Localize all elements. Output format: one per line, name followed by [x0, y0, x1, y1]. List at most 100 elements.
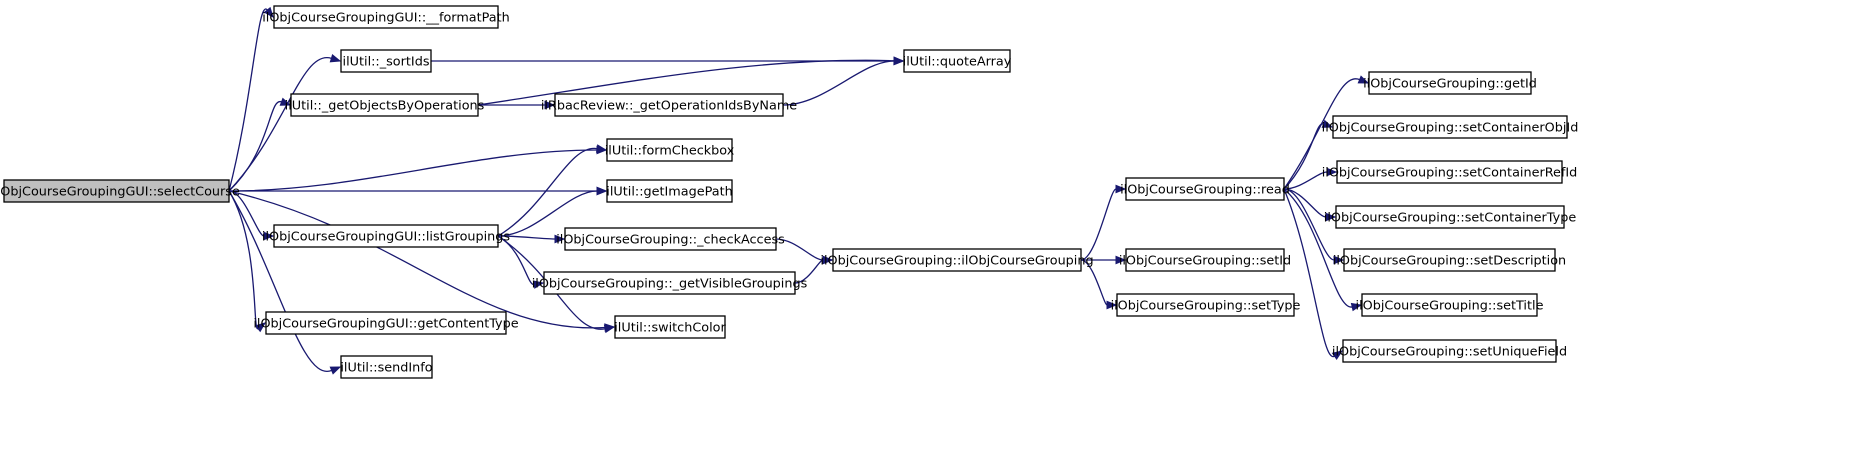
node-ilobjcoursegroupinggui-formatpath[interactable]: ilObjCourseGroupingGUI::__formatPath: [262, 5, 510, 29]
arrowhead-icon: [893, 56, 905, 66]
node-label: ilUtil::sendInfo: [340, 361, 432, 376]
node-label: ilUtil::_sortIds: [343, 55, 430, 70]
edge-ilobjcoursegrouping-read-to-ilobjcoursegrouping-getid: [1283, 75, 1370, 190]
arrowhead-icon: [1106, 300, 1118, 310]
node-box: [273, 224, 499, 248]
node-ilobjcoursegrouping-setcontainertype[interactable]: ilObjCourseGrouping::setContainerType: [1324, 205, 1577, 229]
edge-line: [794, 259, 824, 284]
node-ilutil-formcheckbox[interactable]: ilUtil::formCheckbox: [605, 138, 735, 162]
node-label: ilObjCourseGrouping::setUniqueField: [1332, 345, 1567, 360]
node-box: [606, 179, 733, 203]
edge-ilobjcoursegroupinggui-selectcourse-to-ilobjcoursegroupinggui-formatpath: [228, 6, 274, 192]
edge-ilobjcoursegrouping-ilobjcoursegrouping-to-ilobjcoursegrouping-setid: [1081, 255, 1127, 265]
node-label: ilUtil::quoteArray: [903, 55, 1012, 70]
node-label: ilObjCourseGrouping::read: [1120, 183, 1290, 198]
node-box: [1368, 71, 1532, 95]
node-box: [340, 355, 433, 379]
edge-line: [1080, 188, 1117, 261]
node-ilutil-sendinfo[interactable]: ilUtil::sendInfo: [340, 355, 433, 379]
node-ilutil-getobjectsbyoperations[interactable]: ilUtil::_getObjectsByOperations: [285, 93, 485, 117]
node-ilrbacreview-getoperationidsbyname[interactable]: ilRbacReview::_getOperationIdsByName: [541, 93, 797, 117]
arrowhead-icon: [1326, 167, 1338, 177]
edge-line: [1080, 259, 1108, 306]
edge-line: [228, 190, 606, 329]
edge-ilutil-getobjectsbyoperations-to-ilrbacreview-getoperationidsbyname: [477, 100, 556, 110]
node-ilobjcoursegroupinggui-getcontenttype[interactable]: ilObjCourseGroupingGUI::getContentType: [253, 311, 519, 335]
node-ilobjcoursegrouping-checkaccess[interactable]: ilObjCourseGrouping::_checkAccess: [556, 227, 785, 251]
node-box: [340, 49, 432, 73]
edge-line: [1283, 188, 1327, 218]
node-box: [554, 93, 784, 117]
node-box: [1125, 177, 1285, 201]
node-box: [606, 138, 733, 162]
edge-line: [1283, 188, 1335, 261]
node-box: [903, 49, 1011, 73]
node-label: ilObjCourseGrouping::_checkAccess: [556, 233, 785, 248]
node-box: [265, 311, 507, 335]
node-box: [3, 179, 230, 203]
node-ilobjcoursegrouping-settitle[interactable]: ilObjCourseGrouping::setTitle: [1356, 293, 1544, 317]
node-box: [1343, 248, 1556, 272]
edge-ilrbacreview-getoperationidsbyname-to-ilutil-quotearray: [782, 56, 905, 106]
node-label: ilObjCourseGrouping::setId: [1119, 254, 1291, 269]
node-ilobjcoursegroupinggui-listgroupings[interactable]: ilObjCourseGroupingGUI::listGroupings: [262, 224, 511, 248]
edge-line: [228, 149, 598, 192]
node-ilobjcoursegrouping-setdescription[interactable]: ilObjCourseGrouping::setDescription: [1333, 248, 1566, 272]
edge-line: [497, 147, 598, 237]
node-label: ilObjCourseGroupingGUI::getContentType: [253, 317, 518, 332]
arrowhead-icon: [279, 97, 292, 106]
node-box: [290, 93, 479, 117]
edge-line: [1283, 123, 1324, 190]
edge-ilobjcoursegrouping-read-to-ilobjcoursegrouping-setdescription: [1283, 188, 1345, 265]
arrowhead-icon: [1350, 302, 1363, 312]
node-ilobjcoursegrouping-setcontainerobjid[interactable]: ilObjCourseGrouping::setContainerObjId: [1322, 115, 1579, 139]
node-label: ilUtil::switchColor: [614, 321, 726, 336]
node-ilutil-switchcolor[interactable]: ilUtil::switchColor: [614, 315, 726, 339]
graph-nodes: ilObjCourseGroupingGUI::selectCourseilOb…: [0, 5, 1579, 379]
node-ilobjcoursegrouping-getid[interactable]: ilObjCourseGrouping::getId: [1363, 71, 1537, 95]
edge-line: [228, 8, 268, 192]
node-label: ilObjCourseGroupingGUI::listGroupings: [262, 230, 511, 245]
node-ilutil-quotearray[interactable]: ilUtil::quoteArray: [903, 49, 1012, 73]
edge-ilobjcoursegroupinggui-selectcourse-to-ilutil-formcheckbox: [228, 145, 608, 192]
edge-line: [782, 60, 895, 106]
node-ilutil-sortids[interactable]: ilUtil::_sortIds: [340, 49, 432, 73]
edge-ilobjcoursegroupinggui-listgroupings-to-ilutil-getimagepath: [497, 186, 608, 237]
node-label: ilObjCourseGrouping::setContainerRefId: [1322, 166, 1578, 181]
edge-ilobjcoursegrouping-read-to-ilobjcoursegrouping-setcontainerobjid: [1283, 119, 1334, 190]
node-label: ilRbacReview::_getOperationIdsByName: [541, 99, 797, 114]
node-ilobjcoursegrouping-setuniquefield[interactable]: ilObjCourseGrouping::setUniqueField: [1332, 339, 1567, 363]
edge-line: [228, 57, 332, 192]
node-ilobjcoursegroupinggui-selectcourse[interactable]: ilObjCourseGroupingGUI::selectCourse: [0, 179, 240, 203]
node-box: [1342, 339, 1557, 363]
edge-line: [228, 101, 282, 192]
node-label: ilObjCourseGrouping::getId: [1363, 77, 1537, 92]
edge-ilobjcoursegrouping-read-to-ilobjcoursegrouping-settitle: [1283, 188, 1363, 312]
edge-ilobjcoursegrouping-read-to-ilobjcoursegrouping-setuniquefield: [1283, 188, 1344, 360]
node-ilobjcoursegrouping-ilobjcoursegrouping[interactable]: ilObjCourseGrouping::ilObjCourseGrouping: [820, 248, 1094, 272]
edge-line: [497, 190, 598, 237]
node-ilobjcoursegrouping-setid[interactable]: ilObjCourseGrouping::setId: [1119, 248, 1291, 272]
node-ilobjcoursegrouping-settype[interactable]: ilObjCourseGrouping::setType: [1111, 293, 1301, 317]
node-ilobjcoursegrouping-read[interactable]: ilObjCourseGrouping::read: [1120, 177, 1290, 201]
arrowhead-icon: [822, 255, 834, 265]
arrowhead-icon: [1325, 212, 1337, 222]
edge-line: [1283, 78, 1360, 190]
arrowhead-icon: [254, 322, 267, 333]
arrowhead-icon: [603, 324, 616, 334]
edge-line: [477, 59, 895, 106]
arrowhead-icon: [532, 280, 545, 289]
node-ilutil-getimagepath[interactable]: ilUtil::getImagePath: [606, 179, 733, 203]
edge-line: [497, 235, 556, 240]
node-ilobjcoursegrouping-setcontainerrefid[interactable]: ilObjCourseGrouping::setContainerRefId: [1322, 160, 1578, 184]
edge-line: [228, 190, 259, 330]
node-box: [1335, 205, 1565, 229]
edge-ilobjcoursegrouping-ilobjcoursegrouping-to-ilobjcoursegrouping-read: [1080, 184, 1127, 261]
node-label: ilObjCourseGrouping::setType: [1111, 299, 1301, 314]
edge-ilobjcoursegrouping-read-to-ilobjcoursegrouping-setcontainerrefid: [1283, 167, 1338, 190]
node-ilobjcoursegrouping-getvisiblegroupings[interactable]: ilObjCourseGrouping::_getVisibleGrouping…: [532, 271, 808, 295]
edge-line: [1283, 188, 1335, 358]
node-box: [543, 271, 796, 295]
arrowhead-icon: [1333, 255, 1345, 265]
